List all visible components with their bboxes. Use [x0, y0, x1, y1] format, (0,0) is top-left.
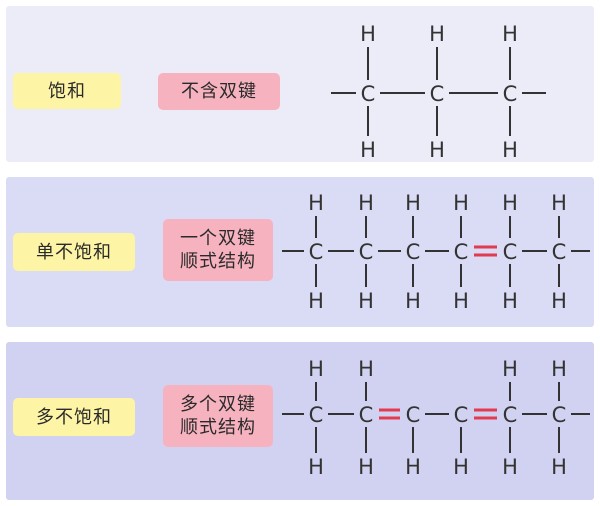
description-line-1: 一个双键: [180, 228, 256, 249]
hydrogen-atom: H: [308, 289, 324, 313]
category-label-polyunsaturated: 多不饱和: [13, 398, 135, 436]
hydrogen-atom: H: [429, 22, 445, 46]
hydrogen-atom: H: [429, 138, 445, 162]
hydrogen-atom: H: [308, 191, 324, 215]
carbon-atom: C: [406, 403, 421, 427]
carbon-atom: C: [503, 240, 518, 264]
hydrogen-atom: H: [360, 138, 376, 162]
hydrogen-atom: H: [453, 289, 469, 313]
hydrogen-atom: H: [358, 455, 374, 479]
description-label-saturated: 不含双键: [158, 73, 280, 110]
carbon-atom: C: [503, 82, 518, 106]
carbon-atom: C: [359, 403, 374, 427]
hydrogen-atom: H: [453, 191, 469, 215]
hydrogen-atom: H: [308, 455, 324, 479]
description-line-1: 多个双键: [180, 394, 256, 415]
category-label-saturated: 饱和: [13, 73, 121, 109]
hydrogen-atom: H: [502, 138, 518, 162]
description-line-2: 顺式结构: [180, 251, 256, 272]
description-line-2: 顺式结构: [180, 417, 256, 438]
carbon-atom: C: [359, 240, 374, 264]
description-label-monounsaturated: 一个双键 顺式结构: [163, 219, 273, 281]
hydrogen-atom: H: [405, 191, 421, 215]
hydrogen-atom: H: [502, 191, 518, 215]
carbon-atom: C: [361, 82, 376, 106]
carbon-atom: C: [503, 403, 518, 427]
carbon-atom: C: [454, 240, 469, 264]
carbon-atom: C: [406, 240, 421, 264]
hydrogen-atom: H: [358, 289, 374, 313]
hydrogen-atom: H: [551, 289, 567, 313]
carbon-atom: C: [309, 403, 324, 427]
hydrogen-atom: H: [405, 455, 421, 479]
hydrogen-atom: H: [453, 455, 469, 479]
hydrogen-atom: H: [502, 455, 518, 479]
carbon-atom: C: [552, 240, 567, 264]
category-label-monounsaturated: 单不饱和: [13, 233, 135, 271]
hydrogen-atom: H: [360, 22, 376, 46]
carbon-atom: C: [552, 403, 567, 427]
hydrogen-atom: H: [551, 455, 567, 479]
hydrogen-atom: H: [308, 357, 324, 381]
carbon-atom: C: [309, 240, 324, 264]
description-label-polyunsaturated: 多个双键 顺式结构: [163, 385, 273, 447]
hydrogen-atom: H: [502, 289, 518, 313]
hydrogen-atom: H: [358, 357, 374, 381]
carbon-atom: C: [430, 82, 445, 106]
carbon-atom: C: [454, 403, 469, 427]
hydrogen-atom: H: [502, 22, 518, 46]
hydrogen-atom: H: [358, 191, 374, 215]
hydrogen-atom: H: [551, 357, 567, 381]
hydrogen-atom: H: [502, 357, 518, 381]
hydrogen-atom: H: [405, 289, 421, 313]
hydrogen-atom: H: [551, 191, 567, 215]
